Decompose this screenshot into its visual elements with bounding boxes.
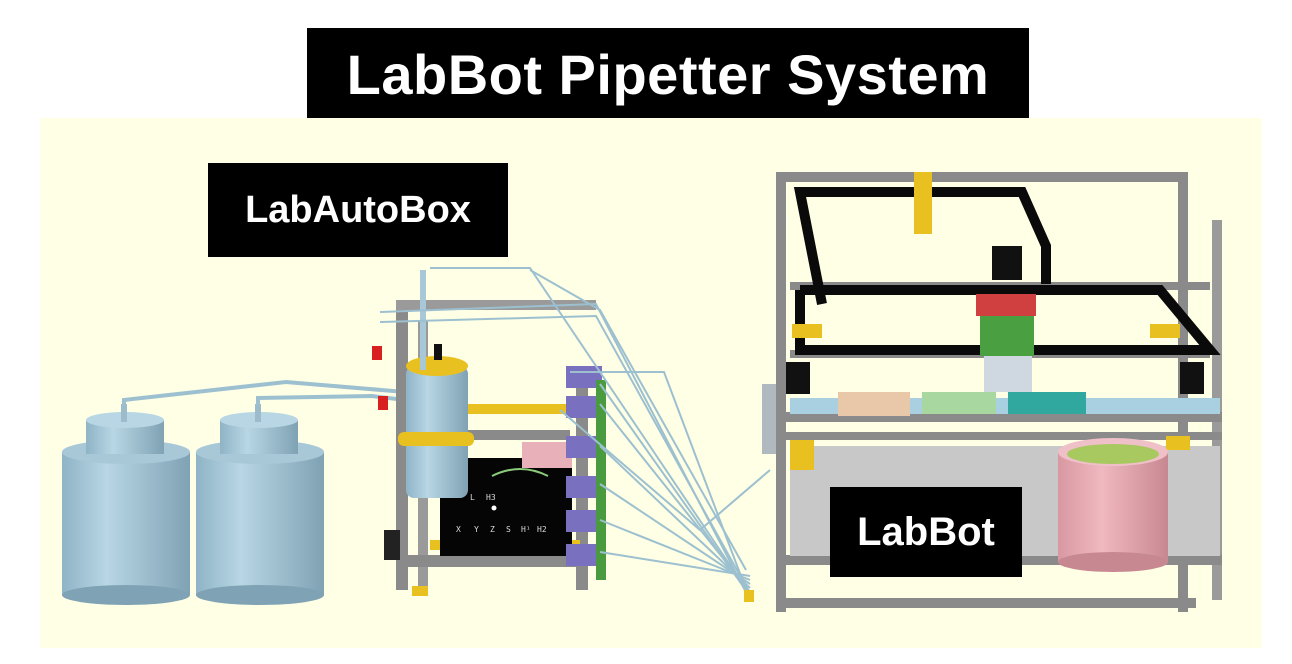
label-labautobox: LabAutoBox (208, 163, 508, 257)
tank-1 (62, 404, 190, 605)
screen-label-l: L (470, 493, 475, 502)
waste-bucket (1058, 438, 1168, 572)
screen-label-s: S (506, 525, 511, 534)
screen-label-h3: H3 (486, 493, 496, 502)
stepper-motors (786, 246, 1204, 394)
pink-block (522, 442, 572, 468)
side-panel (762, 384, 776, 454)
screen-label-y: Y (474, 525, 479, 534)
label-labbot: LabBot (830, 487, 1022, 577)
page-title: LabBot Pipetter System (307, 28, 1029, 120)
labbot-accents (790, 172, 1190, 470)
deck-plates (838, 392, 1086, 416)
valves (372, 346, 388, 410)
screen-label-x: X (456, 525, 461, 534)
screen-label-h2: H2 (537, 525, 547, 534)
tubes (122, 379, 406, 406)
pipette-head (976, 294, 1036, 392)
tubing-bundle (379, 267, 771, 601)
screen-label-z: Z (490, 525, 495, 534)
central-reservoir (398, 270, 474, 498)
tube-connector (744, 590, 754, 602)
tank-2 (196, 404, 324, 605)
screen-label-h1: H¹ (521, 525, 531, 534)
